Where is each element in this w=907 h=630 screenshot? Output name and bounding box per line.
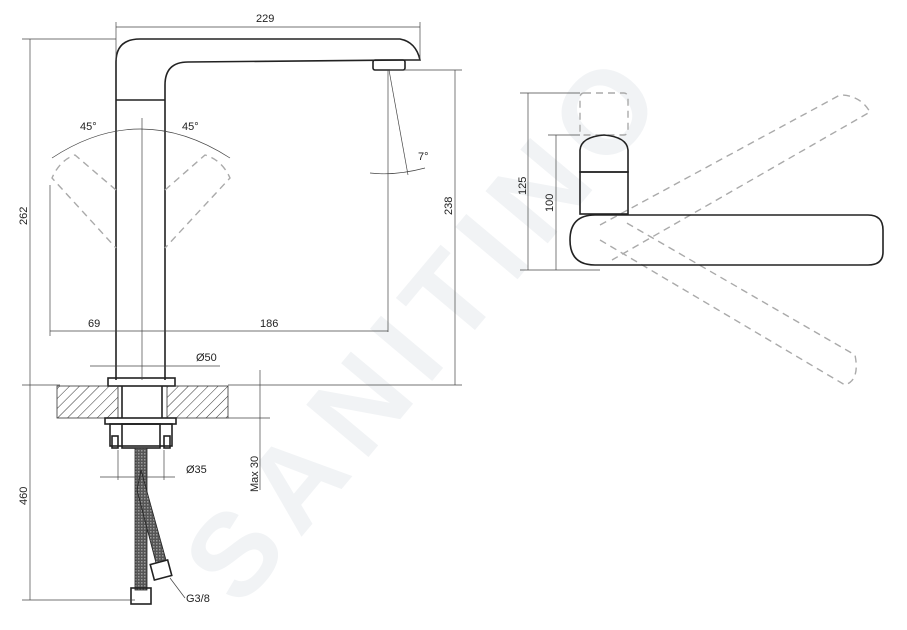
dim-right-offset: 186 [260,318,278,330]
side-view-dimensions: 229 262 460 238 7° 45° 45° 69 186 Ø50 Ø3… [18,13,462,605]
watermark: SANITINO [159,24,695,627]
faucet-side-view [51,38,421,605]
thread-label: G3/8 [186,593,210,605]
dim-height-100: 100 [544,194,556,212]
angle-left: 45° [80,121,97,133]
dim-outlet-height: 238 [443,197,455,215]
dim-base-diameter: Ø50 [196,352,217,364]
angle-outlet: 7° [418,151,429,163]
dim-left-offset: 69 [88,318,100,330]
dim-total-height: 262 [18,207,30,225]
dim-spout-reach: 229 [256,13,274,25]
faucet-top-view [569,92,884,386]
dim-hose-length: 460 [18,487,30,505]
dim-max-counter: Max 30 [249,456,261,492]
dim-height-125: 125 [517,177,529,195]
dim-shank-diameter: Ø35 [186,464,207,476]
angle-right: 45° [182,121,199,133]
top-view-dimensions: 125 100 [517,92,600,271]
